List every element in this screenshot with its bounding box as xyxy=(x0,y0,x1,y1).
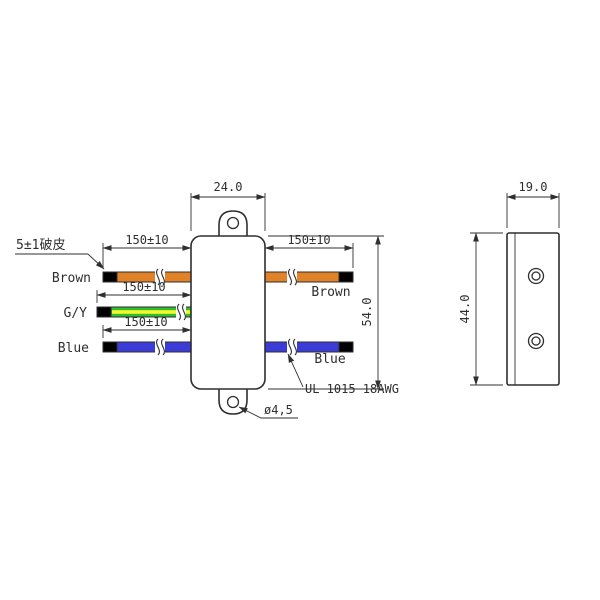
label-gy-left: G/Y xyxy=(64,306,88,321)
blue-wire-left xyxy=(102,341,192,353)
side-view: 19.0 44.0 xyxy=(458,180,560,386)
dim-body-height: 54.0 xyxy=(268,235,384,390)
dim-side-height: 44.0 xyxy=(458,232,503,386)
dim-side-width: 19.0 xyxy=(506,180,560,228)
dim-text-gy: 150±10 xyxy=(122,280,165,294)
dim-text-brown-left: 150±10 xyxy=(125,233,168,247)
dim-brown-left: 150±10 xyxy=(102,233,192,268)
blue-wire-right xyxy=(264,341,354,353)
side-hole-bottom xyxy=(527,332,545,350)
yellow-stripe xyxy=(112,310,190,314)
filter-body xyxy=(190,235,266,390)
dim-blue: 150±10 xyxy=(102,315,192,338)
brown-wire-segment xyxy=(264,271,340,283)
dim-text-body-width: 24.0 xyxy=(214,180,243,194)
dim-text-brown-right: 150±10 xyxy=(287,233,330,247)
wire-spec-text: UL 1015 18AWG xyxy=(305,382,399,396)
dim-brown-right: 150±10 xyxy=(264,233,354,268)
front-view: 24.0 150±10 150±10 150±10 150±10 xyxy=(15,180,399,419)
blue-wire-segment xyxy=(264,341,340,353)
dim-body-width: 24.0 xyxy=(190,180,266,231)
label-blue-left: Blue xyxy=(58,341,89,356)
dim-gy: 150±10 xyxy=(96,280,192,303)
dim-text-blue: 150±10 xyxy=(124,315,167,329)
top-mounting-hole xyxy=(226,216,240,230)
strip-note: 5±1破皮 xyxy=(15,238,105,270)
stripped-tip xyxy=(96,306,112,318)
label-blue-right: Blue xyxy=(314,352,345,367)
blue-wire-segment xyxy=(116,341,192,353)
bottom-mounting-hole xyxy=(226,395,240,409)
stripped-tip xyxy=(102,341,118,353)
side-body xyxy=(506,232,560,386)
wire-spec-callout: UL 1015 18AWG xyxy=(287,353,399,396)
brown-wire-right xyxy=(264,271,354,283)
label-brown-right: Brown xyxy=(311,285,350,300)
stripped-tip xyxy=(338,341,354,353)
dim-text-side-width: 19.0 xyxy=(519,180,548,194)
hole-dia-callout: ø4,5 xyxy=(238,403,298,419)
dim-text-body-height: 54.0 xyxy=(360,298,374,327)
stripped-tip xyxy=(338,271,354,283)
hole-dia-text: ø4,5 xyxy=(264,403,293,417)
label-brown-left: Brown xyxy=(52,271,91,286)
dim-text-side-height: 44.0 xyxy=(458,295,472,324)
side-hole-top xyxy=(527,267,545,285)
strip-note-text: 5±1破皮 xyxy=(16,238,65,253)
stripped-tip xyxy=(102,271,118,283)
